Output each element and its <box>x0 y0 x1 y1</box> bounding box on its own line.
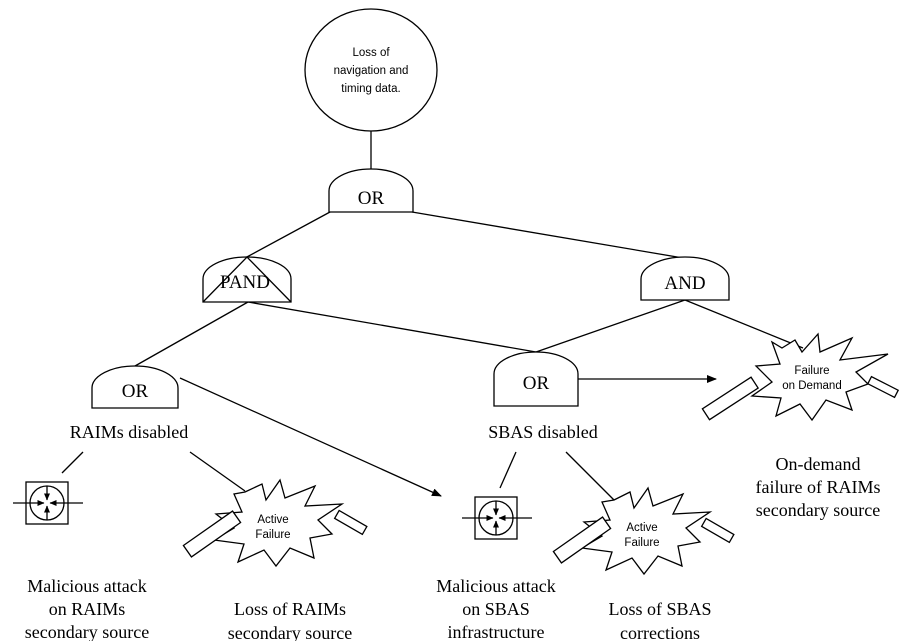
top-or-gate-label: OR <box>358 188 385 209</box>
top-event-line1: Loss of <box>352 47 390 59</box>
attack-raims-caption-line3: secondary source <box>25 622 149 641</box>
pand-to-sbas-or-line <box>247 301 537 353</box>
failure-on-demand-burst-icon <box>750 332 889 422</box>
failure-on-demand-left-bar-icon <box>701 376 760 421</box>
attack-raims-caption-line2: on RAIMs <box>49 599 126 619</box>
active-failure-sbas-event: Active Failure <box>552 486 735 576</box>
and-to-sbas-or-line <box>535 299 686 353</box>
raims-to-active-failure-line <box>189 451 246 492</box>
top-event-line3: timing data. <box>341 83 400 95</box>
failure-on-demand-caption-line1: On-demand <box>776 454 861 474</box>
failure-on-demand-right-bar-icon <box>866 375 900 399</box>
attack-raims-caption-line1: Malicious attack <box>27 576 146 596</box>
attack-raims-event <box>13 481 83 525</box>
active-failure-sbas-caption-line1: Loss of SBAS <box>608 599 711 619</box>
raims-disabled-label: RAIMs disabled <box>70 422 189 442</box>
sbas-or-gate-shape <box>493 351 579 407</box>
attack-sbas-caption-line1: Malicious attack <box>436 576 555 596</box>
failure-on-demand-line1: Failure <box>794 365 829 377</box>
top-or-gate: OR <box>328 168 414 213</box>
active-failure-sbas-line1: Active <box>626 522 657 534</box>
sbas-to-active-failure-line <box>565 451 617 503</box>
or-to-pand-line <box>244 211 331 259</box>
sbas-to-attack-line <box>499 451 517 489</box>
active-failure-sbas-left-bar-icon <box>552 516 612 564</box>
active-failure-raims-left-bar-icon <box>182 510 242 558</box>
active-failure-raims-line1: Active <box>257 514 288 526</box>
top-event: Loss of navigation and timing data. <box>304 8 438 132</box>
top-or-gate-shape <box>328 168 414 213</box>
pand-gate-shape <box>202 256 292 303</box>
and-to-failure-on-demand-line <box>684 299 804 349</box>
failure-on-demand-event: Failure on Demand <box>701 332 900 422</box>
active-failure-sbas-caption-line2: corrections <box>620 623 700 641</box>
pand-gate-triangle <box>202 256 292 303</box>
failure-on-demand-caption-line2: failure of RAIMs <box>756 477 881 497</box>
and-gate-label: AND <box>664 273 705 294</box>
sbas-or-gate: OR <box>493 351 579 407</box>
and-gate: AND <box>640 256 730 301</box>
or-to-and-line <box>411 211 684 259</box>
sbas-or-gate-label: OR <box>523 373 550 394</box>
attack-sbas-caption-line3: infrastructure <box>448 622 545 641</box>
attack-raims-arrows-icon <box>13 486 83 520</box>
raims-or-gate: OR <box>91 365 179 409</box>
active-failure-sbas-right-bar-icon <box>700 517 735 544</box>
raims-or-to-sbas-attack-arrow <box>179 377 442 497</box>
active-failure-sbas-line2: Failure <box>624 537 659 549</box>
failure-on-demand-line2: on Demand <box>782 380 841 392</box>
connector-lines <box>61 131 804 503</box>
active-failure-raims-line2: Failure <box>255 529 290 541</box>
raims-or-gate-shape <box>91 365 179 409</box>
attack-sbas-arrows-icon <box>462 501 532 535</box>
top-event-line2: navigation and <box>334 65 409 77</box>
pand-gate-label: PAND <box>220 272 270 293</box>
active-failure-raims-right-bar-icon <box>333 509 368 536</box>
raims-or-gate-label: OR <box>122 381 149 402</box>
active-failure-raims-caption-line1: Loss of RAIMs <box>234 599 346 619</box>
active-failure-raims-event: Active Failure <box>182 478 368 568</box>
attack-sbas-event <box>462 496 532 540</box>
sbas-disabled-label: SBAS disabled <box>488 422 598 442</box>
attack-sbas-caption-line2: on SBAS <box>462 599 530 619</box>
and-gate-shape <box>640 256 730 301</box>
active-failure-raims-caption-line2: secondary source <box>228 623 352 641</box>
failure-on-demand-caption-line3: secondary source <box>756 500 880 520</box>
pand-to-raims-or-line <box>134 301 249 367</box>
pand-gate: PAND <box>202 256 292 303</box>
top-event-circle <box>304 8 438 132</box>
raims-to-attack-line <box>61 451 84 474</box>
